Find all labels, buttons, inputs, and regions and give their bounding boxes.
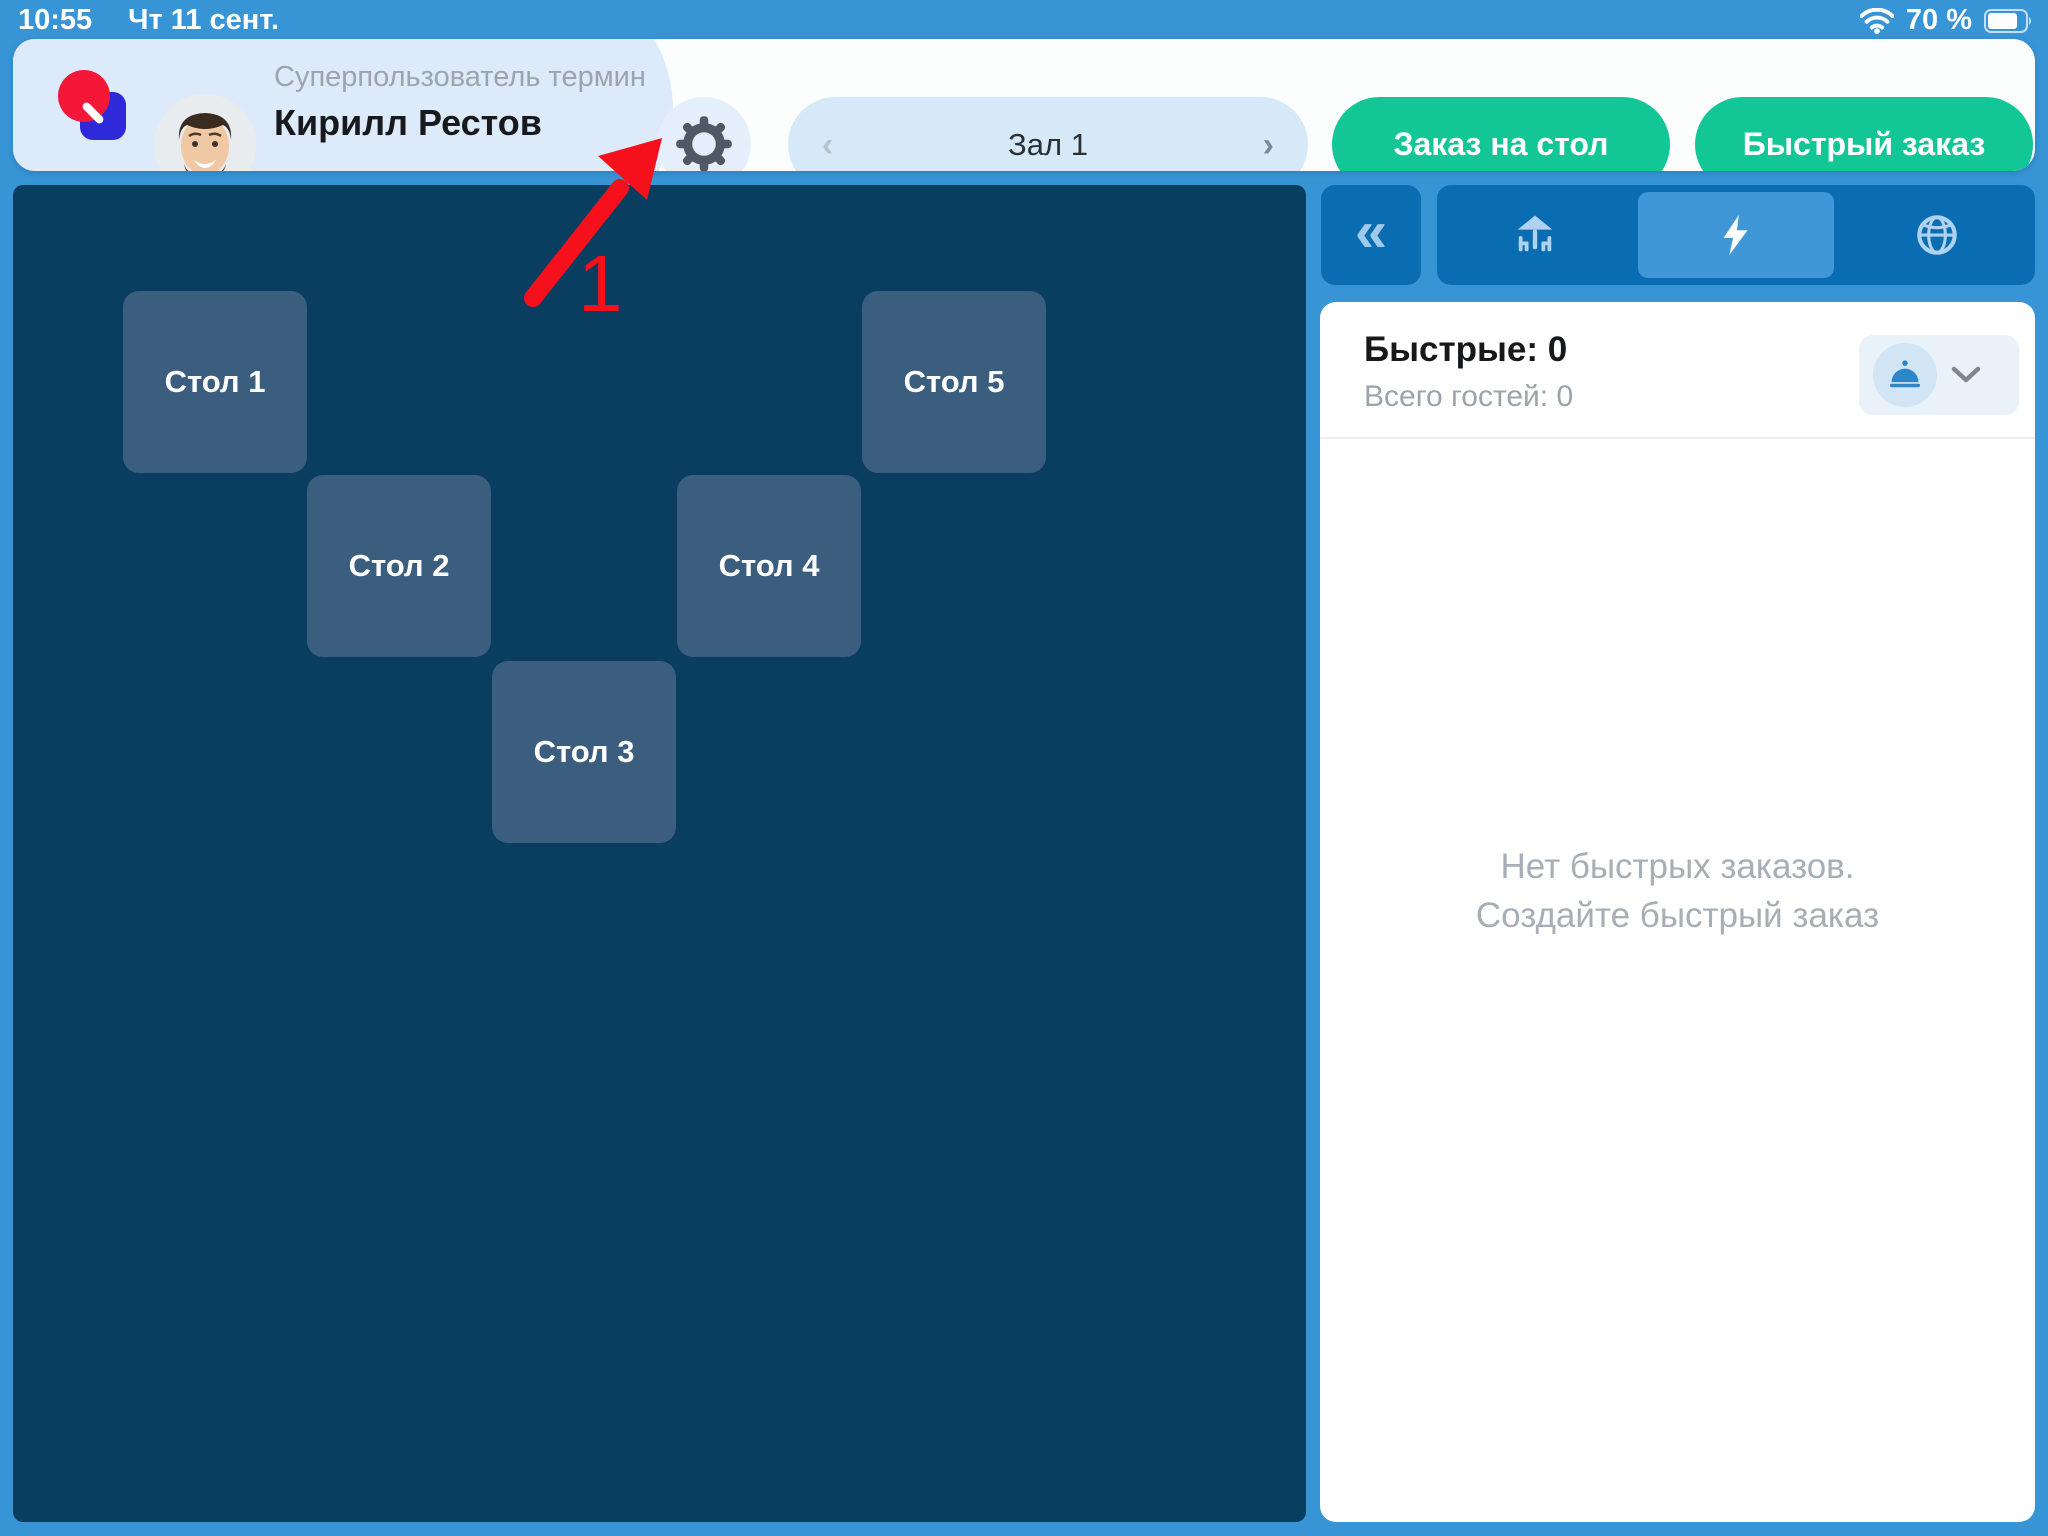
cloche-icon xyxy=(1889,360,1921,388)
status-bar: 10:55 Чт 11 сент. 70 % xyxy=(0,0,2048,39)
wifi-icon xyxy=(1859,7,1894,34)
floor-plan: Стол 1 Стол 2 Стол 3 Стол 4 Стол 5 xyxy=(13,185,1306,1522)
table-5[interactable]: Стол 5 xyxy=(862,291,1046,473)
panel-divider xyxy=(1320,437,2035,439)
order-type-dropdown[interactable] xyxy=(1859,335,2019,415)
gear-icon xyxy=(675,115,733,171)
header-bar: Суперпользователь термин... Кирилл Ресто… xyxy=(13,39,2035,171)
table-1[interactable]: Стол 1 xyxy=(123,291,307,473)
user-role-label: Суперпользователь термин... xyxy=(274,61,644,93)
app-logo xyxy=(58,70,130,142)
quick-order-button[interactable]: Быстрый заказ xyxy=(1695,97,2033,171)
table-3[interactable]: Стол 3 xyxy=(492,661,676,843)
battery-icon xyxy=(1984,8,2034,33)
chevron-down-icon xyxy=(1951,366,1981,384)
cloche-badge xyxy=(1873,343,1937,407)
status-date: Чт 11 сент. xyxy=(128,4,280,36)
empty-state-message: Нет быстрых заказов. Создайте быстрый за… xyxy=(1475,847,1880,935)
order-on-table-button[interactable]: Заказ на стол xyxy=(1332,97,1670,171)
status-time: 10:55 xyxy=(18,4,93,36)
user-avatar[interactable] xyxy=(154,94,256,171)
table-umbrella-icon xyxy=(1509,209,1561,261)
battery-percent: 70 % xyxy=(1905,4,1972,36)
lightning-icon xyxy=(1713,212,1759,258)
quick-orders-panel: Быстрые: 0 Всего гостей: 0 xyxy=(1320,302,2035,1522)
user-name-label: Кирилл Рестов xyxy=(274,102,542,143)
hall-selector: ‹ Зал 1 › xyxy=(788,97,1308,171)
collapse-panel-button[interactable]: « xyxy=(1321,185,1421,285)
tab-quick-orders[interactable] xyxy=(1637,192,1835,278)
hall-prev-button[interactable]: ‹ xyxy=(822,125,834,164)
tab-delivery[interactable] xyxy=(1838,185,2035,285)
hall-next-button[interactable]: › xyxy=(1262,125,1274,164)
hall-name-label: Зал 1 xyxy=(1008,126,1088,162)
quick-orders-count: Быстрые: 0 xyxy=(1364,330,1568,369)
table-2[interactable]: Стол 2 xyxy=(307,475,491,657)
globe-icon xyxy=(1912,210,1962,260)
panel-tab-bar xyxy=(1437,185,2035,285)
quick-orders-header: Быстрые: 0 Всего гостей: 0 xyxy=(1320,302,2035,437)
table-4[interactable]: Стол 4 xyxy=(677,475,861,657)
settings-button[interactable] xyxy=(657,97,751,171)
tab-tables[interactable] xyxy=(1437,185,1634,285)
guests-total: Всего гостей: 0 xyxy=(1364,380,1574,413)
current-user[interactable]: Суперпользователь термин... Кирилл Ресто… xyxy=(274,61,654,144)
double-chevron-left-icon: « xyxy=(1354,199,1388,264)
